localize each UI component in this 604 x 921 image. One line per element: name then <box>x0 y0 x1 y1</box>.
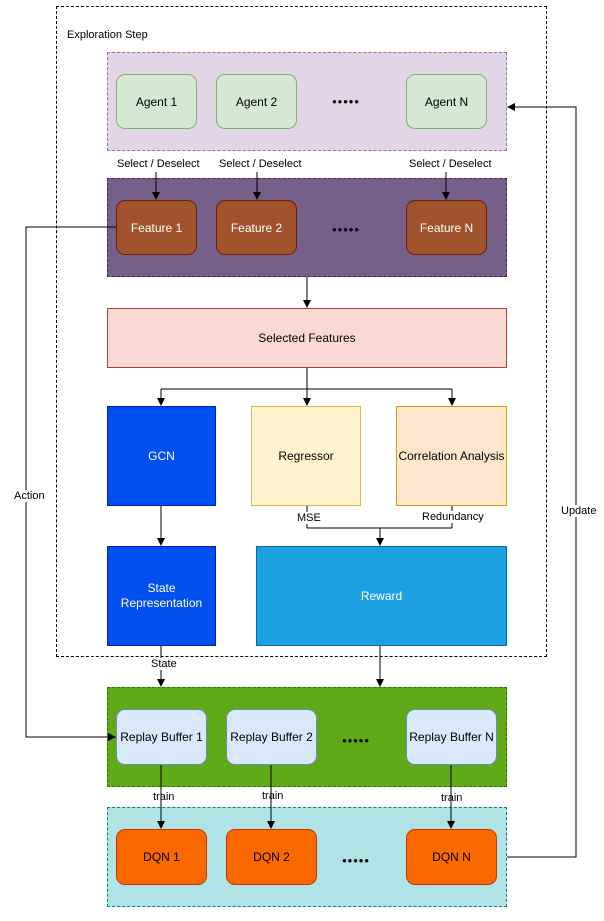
gcn-box: GCN <box>107 406 216 506</box>
feature-2: Feature 2 <box>216 200 297 255</box>
agent-1: Agent 1 <box>116 74 197 129</box>
selected-features: Selected Features <box>107 308 507 368</box>
redundancy-label: Redundancy <box>421 511 485 523</box>
feature-n: Feature N <box>406 200 487 255</box>
dqn-ellipsis: ••••• <box>342 852 370 868</box>
select-label-2: Select / Deselect <box>219 158 302 170</box>
state-label: State <box>150 658 178 670</box>
dqn-n: DQN N <box>406 829 497 885</box>
arrow-action-loop <box>25 226 116 741</box>
train-label-2: train <box>262 790 284 802</box>
update-label: Update <box>560 505 598 517</box>
correlation-box: Correlation Analysis <box>396 406 507 506</box>
feature-1: Feature 1 <box>116 200 197 255</box>
select-label-n: Select / Deselect <box>409 158 492 170</box>
dqn-1: DQN 1 <box>116 829 207 885</box>
exploration-container <box>56 6 547 657</box>
reward-box: Reward <box>256 546 507 646</box>
arrow-update-loop <box>507 103 577 858</box>
agent-n: Agent N <box>406 74 487 129</box>
feature-ellipsis: ••••• <box>332 221 360 237</box>
action-label: Action <box>13 490 46 502</box>
agent-2: Agent 2 <box>216 74 297 129</box>
replay-buffer-1: Replay Buffer 1 <box>116 709 207 765</box>
state-representation-box: State Representation <box>107 546 216 646</box>
replay-buffer-n: Replay Buffer N <box>406 709 497 765</box>
mse-label: MSE <box>296 512 322 524</box>
regressor-box: Regressor <box>251 406 361 506</box>
select-label-1: Select / Deselect <box>117 158 200 170</box>
exploration-title: Exploration Step <box>67 29 148 41</box>
train-label-n: train <box>441 792 463 804</box>
replay-ellipsis: ••••• <box>342 732 370 748</box>
replay-buffer-2: Replay Buffer 2 <box>226 709 317 765</box>
train-label-1: train <box>153 791 175 803</box>
agent-ellipsis: ••••• <box>332 93 360 109</box>
dqn-2: DQN 2 <box>226 829 317 885</box>
